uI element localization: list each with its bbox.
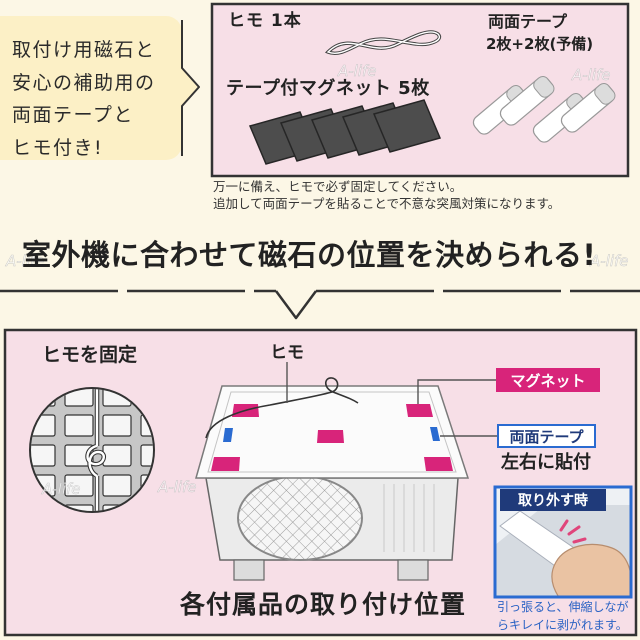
tape-name-label: 両面テープ <box>488 12 568 31</box>
watermark: A-life <box>571 66 611 84</box>
speech-bubble <box>0 16 200 160</box>
magnet-on-unit <box>211 457 240 471</box>
remove-note: 引っ張ると、伸縮しなが <box>497 600 629 614</box>
banner-divider <box>0 289 640 320</box>
string-label: ヒモ <box>270 343 304 363</box>
bubble-line: 安心の補助用の <box>12 72 156 94</box>
watermark: A-life <box>41 480 81 498</box>
fix-string-label: ヒモを固定 <box>42 344 138 366</box>
magnet-piece <box>372 99 442 153</box>
magnet-set-illustration <box>248 99 442 165</box>
fan-grille <box>237 475 363 561</box>
unit-top-edge <box>207 391 457 473</box>
headline-banner: 室外機に合わせて磁石の位置を決められる! <box>22 238 597 272</box>
tape-on-unit <box>430 427 440 441</box>
diagram-caption: 各付属品の取り付け位置 <box>180 590 467 619</box>
tape-tag: 両面テープ <box>497 424 596 448</box>
side-grille <box>383 484 435 552</box>
tape-piece <box>560 83 616 133</box>
outdoor-unit-illustration <box>195 377 470 581</box>
tape-placement-note: 左右に貼付 <box>501 452 591 473</box>
pull-marks <box>559 519 587 544</box>
string-illustration <box>324 30 442 55</box>
unit-leg <box>233 559 265 581</box>
tied-string <box>85 389 107 511</box>
tape-on-unit <box>223 428 233 442</box>
leader-lines <box>286 362 497 437</box>
magnet-on-unit <box>317 430 344 443</box>
magnet-tag: マグネット <box>496 368 600 392</box>
bubble-line: 両面テープと <box>12 104 134 126</box>
unit-leg <box>397 559 429 581</box>
magnet-on-unit <box>406 404 433 417</box>
string-on-unit <box>205 377 359 439</box>
caution-note: 追加して両面テープを貼ることで不意な突風対策になります。 <box>213 196 561 211</box>
string-count-label: ヒモ 1本 <box>228 11 302 31</box>
tape-set-illustration <box>472 76 616 143</box>
zoom-circle <box>29 387 155 513</box>
bubble-line: 取付け用磁石と <box>12 39 156 61</box>
watermarks: A-life A-life A-life A-life A-life A-lif… <box>5 62 629 499</box>
watermark: A-life <box>337 62 377 80</box>
tape-piece <box>499 76 555 126</box>
watermark: A-life <box>157 478 197 496</box>
magnet-on-unit <box>424 457 453 471</box>
watermark: A-life <box>5 252 45 270</box>
magnet-count-label: テープ付マグネット 5枚 <box>226 78 430 99</box>
remove-note: らキレイに剥がれます。 <box>497 618 628 632</box>
bubble-line: ヒモ付き! <box>12 137 104 159</box>
caution-note: 万一に備え、ヒモで必ず固定してください。 <box>213 179 463 194</box>
hand <box>551 543 631 597</box>
watermark: A-life <box>589 252 629 270</box>
remove-tag: 取り外す時 <box>500 489 606 511</box>
tape-count-label: 2枚+2枚(予備) <box>486 35 594 53</box>
